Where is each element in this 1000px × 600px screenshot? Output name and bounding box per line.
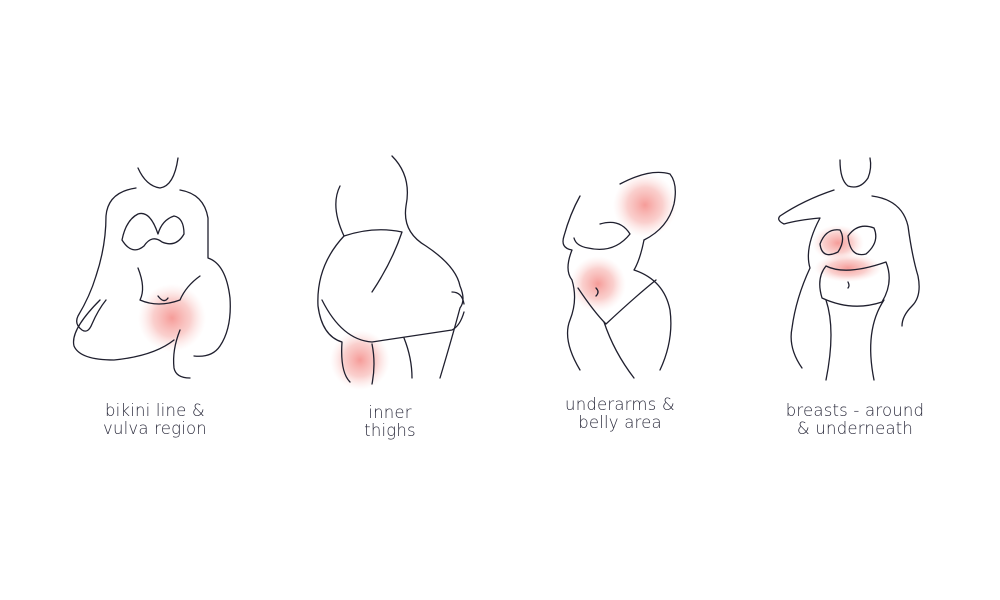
figure-thighs [317,155,465,385]
label-line: & underneath [796,419,914,438]
label-breasts: breasts - around & underneath [745,402,965,438]
highlight-breast [812,225,864,261]
figure-underarms [562,171,676,379]
label-line: inner [368,403,412,422]
highlight-underarm [613,173,677,237]
label-line: bikini line & [105,401,205,420]
figure-bikini [72,157,231,379]
highlight-belly [570,256,626,312]
highlight-bikini [138,284,206,352]
figure-breasts [778,157,920,381]
label-underarms: underarms & belly area [510,396,730,432]
label-line: breasts - around [785,401,925,420]
label-thighs: inner thighs [280,404,500,440]
highlight-underbreast [814,254,882,282]
label-line: underarms & [565,395,675,414]
label-bikini: bikini line & vulva region [45,402,265,438]
label-line: belly area [578,413,662,432]
label-line: vulva region [103,419,207,438]
label-line: thighs [364,421,416,440]
